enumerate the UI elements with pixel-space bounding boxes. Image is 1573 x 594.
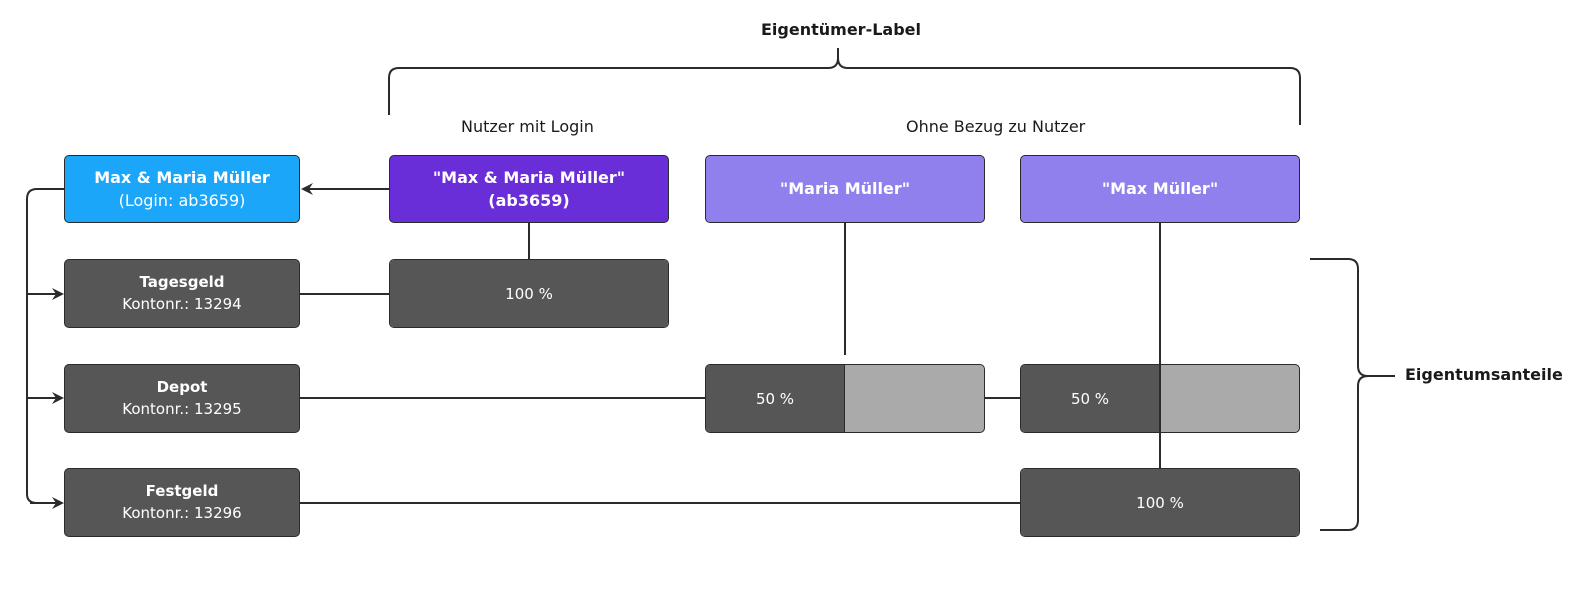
shares-brace [1310,258,1395,531]
account-number: Kontonr.: 13296 [122,503,242,522]
owner-label-login-line2: (ab3659) [488,191,570,210]
account-number: Kontonr.: 13295 [122,399,242,418]
user-name: Max & Maria Müller [94,167,270,187]
account-name: Festgeld [145,481,219,500]
owner-label-heading: Eigentümer-Label [761,20,921,39]
share-fill: 50 % [706,365,845,432]
account-name: Tagesgeld [139,272,225,291]
share-depot-max: 50 % [1020,364,1300,433]
user-to-accounts-line [26,188,64,504]
with-login-heading: Nutzer mit Login [461,117,594,136]
no-user-heading: Ohne Bezug zu Nutzer [906,117,1086,136]
user-login: (Login: ab3659) [118,191,246,210]
account-name: Depot [156,377,208,396]
share-fill: 100 % [390,260,668,327]
owner-label-login-line1: "Max & Maria Müller" [432,167,626,187]
owner-label-brace [388,48,1301,125]
share-fill: 100 % [1021,469,1299,536]
share-fill: 50 % [1021,365,1160,432]
shares-heading: Eigentumsanteile [1405,365,1563,384]
share-tagesgeld: 100 % [389,259,669,328]
owner-label-maria[interactable]: "Maria Müller" [705,155,985,223]
owner-label-max[interactable]: "Max Müller" [1020,155,1300,223]
owner-label-maria-text: "Maria Müller" [779,179,911,199]
share-depot-maria: 50 % [705,364,985,433]
share-festgeld: 100 % [1020,468,1300,537]
account-box-depot[interactable]: Depot Kontonr.: 13295 [64,364,300,433]
owner-label-login[interactable]: "Max & Maria Müller" (ab3659) [389,155,669,223]
user-box[interactable]: Max & Maria Müller (Login: ab3659) [64,155,300,223]
account-box-tagesgeld[interactable]: Tagesgeld Kontonr.: 13294 [64,259,300,328]
account-box-festgeld[interactable]: Festgeld Kontonr.: 13296 [64,468,300,537]
owner-label-max-text: "Max Müller" [1101,179,1219,199]
account-number: Kontonr.: 13294 [122,294,242,313]
